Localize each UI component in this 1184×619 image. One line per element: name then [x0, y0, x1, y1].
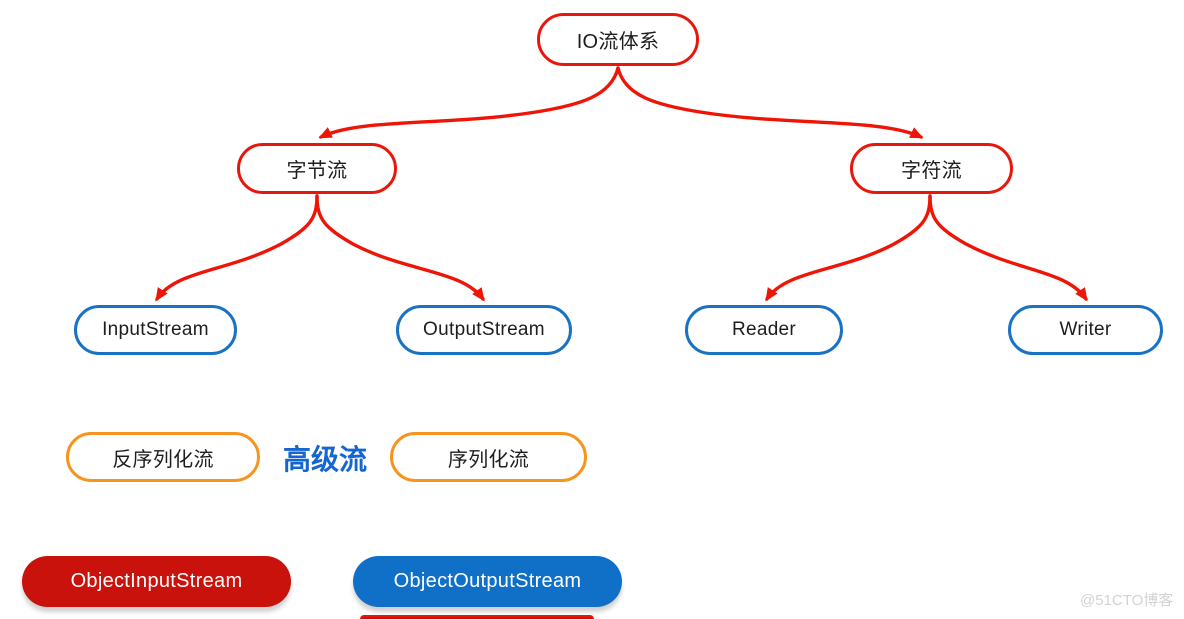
node-object-input-stream: ObjectInputStream [22, 556, 291, 607]
node-input-stream-label: InputStream [102, 319, 209, 340]
node-io-root: IO流体系 [537, 13, 699, 66]
edge-byte-stream-to-output-stream [315, 194, 485, 302]
edge-root-to-byte-stream [318, 66, 620, 139]
watermark-text: @51CTO博客 [1080, 592, 1174, 609]
node-object-output-stream: ObjectOutputStream [353, 556, 622, 607]
node-object-input-stream-label: ObjectInputStream [70, 570, 243, 592]
node-writer-label: Writer [1059, 319, 1112, 340]
partial-node-cut-off [360, 615, 594, 619]
node-input-stream: InputStream [74, 305, 237, 355]
node-deserialization-stream: 反序列化流 [66, 432, 260, 482]
node-writer: Writer [1008, 305, 1163, 355]
edge-char-stream-to-writer [928, 194, 1088, 302]
node-serialization-stream: 序列化流 [390, 432, 587, 482]
edge-byte-stream-to-input-stream [155, 194, 319, 302]
node-output-stream-label: OutputStream [423, 319, 545, 340]
edge-root-to-char-stream [616, 66, 924, 139]
node-io-root-label: IO流体系 [576, 31, 660, 53]
node-deserialization-stream-label: 反序列化流 [112, 448, 214, 471]
node-char-stream-label: 字符流 [901, 160, 962, 182]
advanced-stream-label-text: 高级流 [282, 444, 367, 475]
node-byte-stream-label: 字节流 [286, 160, 348, 182]
node-reader: Reader [685, 305, 843, 355]
node-serialization-stream-label: 序列化流 [447, 448, 530, 471]
node-byte-stream: 字节流 [237, 143, 397, 194]
advanced-stream-label: 高级流 [281, 442, 369, 475]
edge-char-stream-to-reader [765, 194, 932, 302]
node-object-output-stream-label: ObjectOutputStream [393, 570, 582, 592]
node-output-stream: OutputStream [396, 305, 572, 355]
node-reader-label: Reader [731, 319, 797, 340]
node-char-stream: 字符流 [850, 143, 1013, 194]
watermark: @51CTO博客 [1080, 589, 1173, 610]
